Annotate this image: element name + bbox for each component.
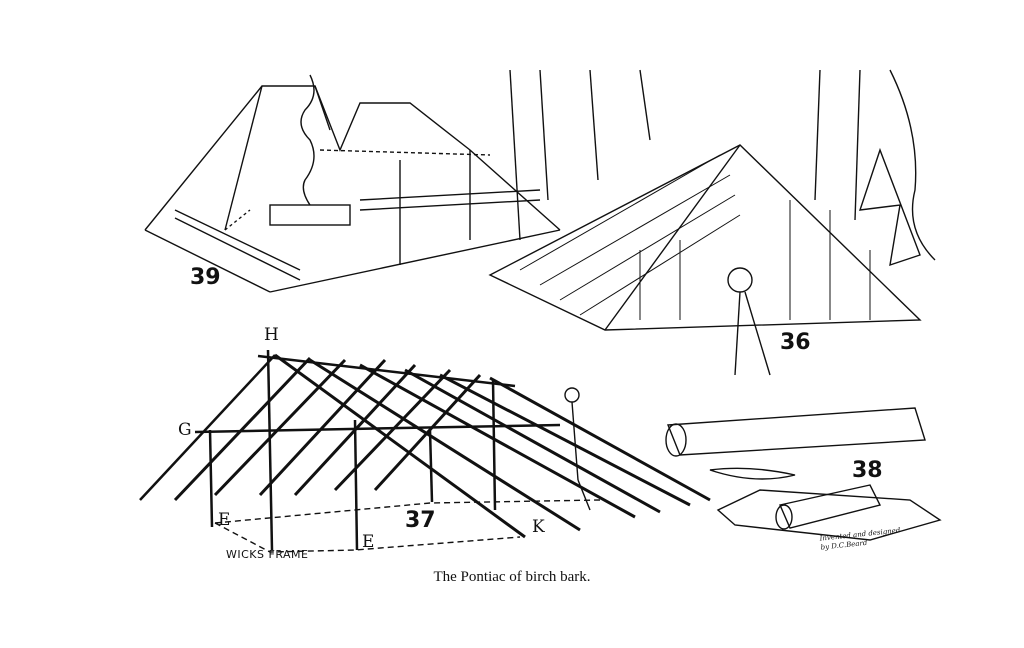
wicks-frame-label: WICKS FRAME <box>226 548 309 561</box>
figure-36-drawing <box>488 69 936 376</box>
figure-38-number: 38 <box>852 458 883 483</box>
figure-caption: The Pontiac of birch bark. <box>433 569 591 585</box>
figure-37-number: 37 <box>405 508 436 533</box>
label-e-left: E <box>218 510 231 530</box>
figure-39-number: 39 <box>190 265 221 290</box>
figure-38-drawing <box>665 407 942 541</box>
label-h: H <box>264 325 279 345</box>
label-e-right: E <box>362 532 375 552</box>
label-g: G <box>178 420 192 440</box>
figure-37-drawing <box>139 349 711 553</box>
label-k: K <box>532 517 545 537</box>
figure-36-number: 36 <box>780 330 811 355</box>
figure-39-drawing <box>144 74 561 293</box>
